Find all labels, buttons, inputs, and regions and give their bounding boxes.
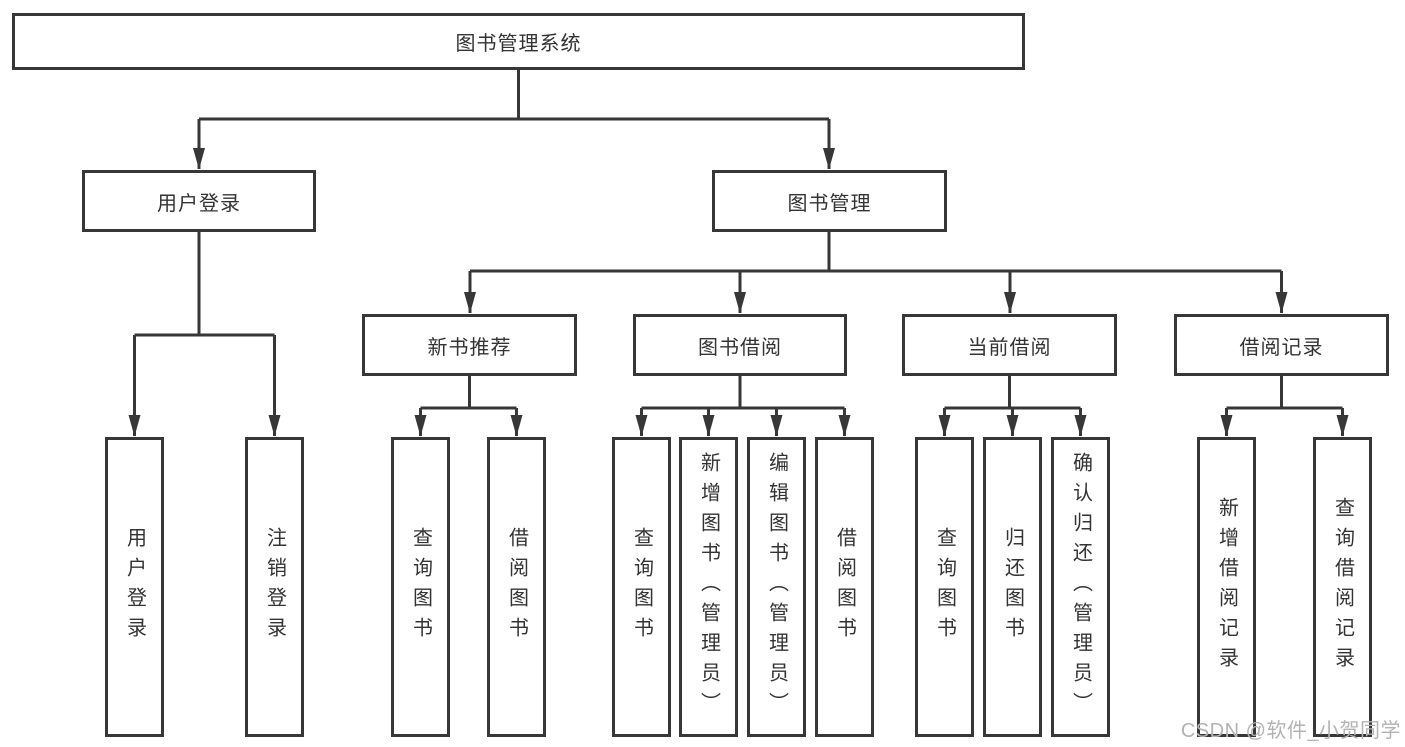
- leaf-query-books-recommend: 查询图书: [391, 437, 450, 737]
- node-book-management: 图书管理: [712, 170, 947, 232]
- node-user-login: 用户登录: [82, 170, 316, 232]
- leaf-query-books-borrow-label: 查询图书: [630, 527, 653, 647]
- leaf-query-books-recommend-label: 查询图书: [409, 527, 432, 647]
- leaf-borrow-books-recommend: 借阅图书: [487, 437, 546, 737]
- leaf-confirm-return-admin: 确认归还（管理员）: [1051, 437, 1110, 737]
- leaf-query-books-current-label: 查询图书: [933, 527, 956, 647]
- node-current-borrow-label: 当前借阅: [967, 336, 1052, 359]
- node-book-borrow: 图书借阅: [633, 314, 847, 376]
- leaf-user-login: 用户登录: [105, 437, 164, 737]
- leaf-user-login-label: 用户登录: [123, 527, 146, 647]
- node-borrow-records-label: 借阅记录: [1239, 336, 1324, 359]
- node-library-system-label: 图书管理系统: [455, 33, 582, 55]
- arrow-icon: [128, 119, 1349, 437]
- leaf-return-books-label: 归还图书: [1001, 527, 1024, 647]
- node-book-borrow-label: 图书借阅: [698, 336, 782, 359]
- leaf-query-books-current: 查询图书: [915, 437, 974, 737]
- leaf-query-borrow-record-label: 查询借阅记录: [1331, 497, 1354, 677]
- leaf-logout-label: 注销登录: [263, 527, 286, 647]
- node-borrow-records: 借阅记录: [1174, 314, 1389, 376]
- leaf-edit-books-admin-label: 编辑图书（管理员）: [765, 452, 788, 722]
- node-new-book-recommend: 新书推荐: [362, 314, 577, 376]
- leaf-confirm-return-admin-label: 确认归还（管理员）: [1069, 452, 1092, 722]
- node-library-system: 图书管理系统: [12, 13, 1025, 70]
- watermark: CSDN @软件_小贺同学: [1180, 720, 1401, 742]
- node-user-login-label: 用户登录: [157, 192, 241, 215]
- leaf-return-books: 归还图书: [983, 437, 1042, 737]
- leaf-query-books-borrow: 查询图书: [612, 437, 671, 737]
- leaf-borrow-books-recommend-label: 借阅图书: [505, 527, 528, 647]
- leaf-borrow-books: 借阅图书: [815, 437, 874, 737]
- leaf-borrow-books-label: 借阅图书: [833, 527, 856, 647]
- node-current-borrow: 当前借阅: [902, 314, 1117, 376]
- leaf-edit-books-admin: 编辑图书（管理员）: [747, 437, 806, 737]
- leaf-add-books-admin-label: 新增图书（管理员）: [697, 452, 720, 722]
- leaf-add-borrow-record-label: 新增借阅记录: [1215, 497, 1238, 677]
- leaf-add-books-admin: 新增图书（管理员）: [679, 437, 738, 737]
- leaf-add-borrow-record: 新增借阅记录: [1197, 437, 1256, 737]
- node-book-management-label: 图书管理: [787, 192, 872, 215]
- node-new-book-recommend-label: 新书推荐: [427, 336, 512, 359]
- leaf-logout: 注销登录: [245, 437, 304, 737]
- leaf-query-borrow-record: 查询借阅记录: [1313, 437, 1372, 737]
